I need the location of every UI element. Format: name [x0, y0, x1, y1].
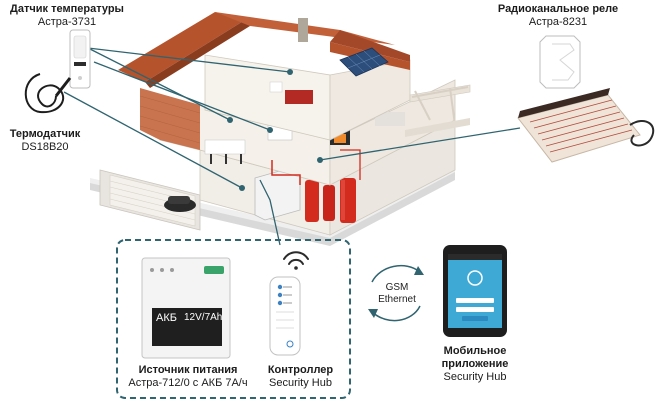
smartphone	[443, 245, 507, 337]
battery-rating: 12V/7Ah	[184, 312, 222, 323]
label-title: Термодатчик	[0, 128, 90, 141]
label-controller: Контроллер Security Hub	[253, 364, 348, 390]
power-supply-unit	[142, 258, 230, 358]
label-title: Датчик температуры	[2, 3, 132, 16]
label-title-line2: приложение	[430, 358, 520, 371]
label-temperature-sensor: Датчик температуры Астра-3731	[2, 3, 132, 29]
controller-device	[270, 277, 300, 355]
channel-gsm: GSM	[372, 282, 422, 294]
label-mobile-app: Мобильное приложение Security Hub	[430, 345, 520, 384]
temperature-sensor-device	[70, 30, 90, 88]
label-model: Security Hub	[253, 377, 348, 390]
thermo-sensor-cable	[26, 74, 70, 112]
label-model: Security Hub	[430, 371, 520, 384]
label-title-line1: Мобильное	[430, 345, 520, 358]
label-title: Контроллер	[253, 364, 348, 377]
label-model: Астра-3731	[2, 16, 132, 29]
label-radio-relay: Радиоканальное реле Астра-8231	[488, 3, 628, 29]
wifi-icon	[284, 252, 308, 270]
radio-relay-device	[540, 36, 580, 88]
heating-mat	[518, 88, 653, 162]
label-power-supply: Источник питания Астра-712/0 с АКБ 7А/ч	[118, 364, 258, 390]
label-title: Радиоканальное реле	[488, 3, 628, 16]
label-model: Астра-8231	[488, 16, 628, 29]
battery-name: АКБ	[156, 312, 177, 324]
label-model: Астра-712/0 с АКБ 7А/ч	[118, 377, 258, 390]
house-illustration	[90, 12, 470, 246]
label-title: Источник питания	[118, 364, 258, 377]
label-model: DS18B20	[0, 141, 90, 154]
label-thermo-sensor: Термодатчик DS18B20	[0, 128, 90, 154]
channel-ethernet: Ethernet	[372, 294, 422, 306]
channel-label: GSM Ethernet	[372, 282, 422, 306]
